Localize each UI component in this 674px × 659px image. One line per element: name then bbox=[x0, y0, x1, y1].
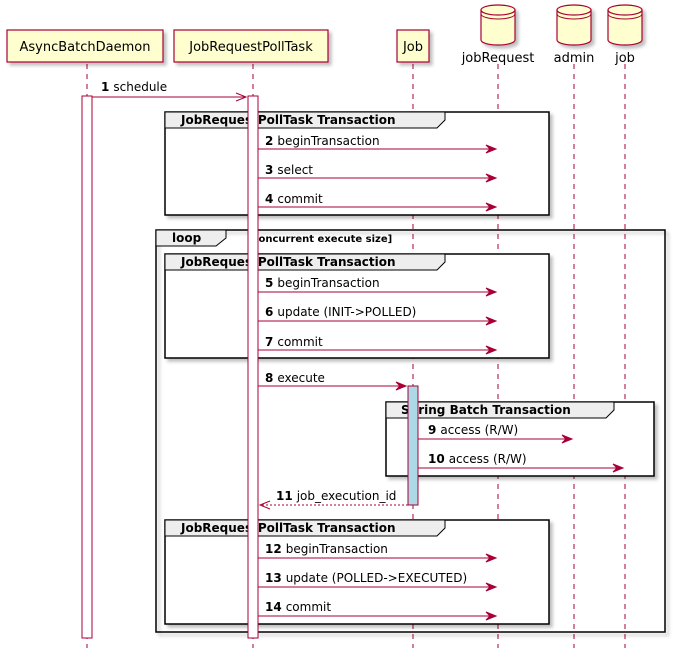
participant-label: job bbox=[614, 51, 635, 66]
database-icon bbox=[480, 4, 516, 46]
database-admin[interactable]: admin bbox=[554, 4, 595, 66]
participant-label: JobRequestPollTask bbox=[188, 40, 313, 55]
participant-daemon[interactable]: AsyncBatchDaemon bbox=[6, 29, 164, 63]
message-4: 4 commit bbox=[258, 192, 498, 212]
message-number: 10 bbox=[428, 452, 445, 466]
message-3: 3 select bbox=[258, 163, 498, 183]
activation-job bbox=[407, 385, 419, 506]
group-title: JobRequestPollTask Transaction bbox=[180, 521, 396, 535]
participant-label: AsyncBatchDaemon bbox=[20, 40, 151, 55]
participant-label: jobRequest bbox=[461, 51, 535, 66]
message-number: 9 bbox=[428, 423, 436, 437]
message-text: beginTransaction bbox=[286, 542, 388, 556]
message-text: commit bbox=[277, 335, 323, 349]
message-number: 4 bbox=[265, 192, 273, 206]
message-text: schedule bbox=[113, 80, 167, 94]
message-text: beginTransaction bbox=[277, 276, 379, 290]
message-2: 2 beginTransaction bbox=[258, 134, 498, 154]
group-frame-transaction-1: JobRequestPollTask Transaction bbox=[164, 111, 550, 216]
message-number: 12 bbox=[265, 542, 282, 556]
loop-label: loop bbox=[172, 231, 202, 245]
message-number: 13 bbox=[265, 571, 282, 585]
message-number: 3 bbox=[265, 163, 273, 177]
message-7: 7 commit bbox=[258, 335, 498, 355]
message-13: 13 update (POLLED->EXECUTED) bbox=[258, 571, 498, 592]
message-text: access (R/W) bbox=[449, 452, 527, 466]
participant-poll[interactable]: JobRequestPollTask bbox=[173, 29, 329, 63]
database-jobdb[interactable]: job bbox=[607, 4, 643, 66]
loop-condition: [concurrent execute size] bbox=[248, 234, 392, 245]
message-text: execute bbox=[277, 371, 325, 385]
message-text: commit bbox=[277, 192, 323, 206]
loop-frame: loop [concurrent execute size] bbox=[155, 229, 666, 633]
database-icon bbox=[556, 4, 592, 46]
database-icon bbox=[607, 4, 643, 46]
group-title: JobRequestPollTask Transaction bbox=[180, 113, 396, 127]
message-text: update (INIT->POLLED) bbox=[277, 305, 416, 319]
message-text: select bbox=[277, 163, 313, 177]
message-text: access (R/W) bbox=[440, 423, 518, 437]
message-number: 8 bbox=[265, 371, 273, 385]
message-number: 2 bbox=[265, 134, 273, 148]
group-title: JobRequestPollTask Transaction bbox=[180, 255, 396, 269]
message-number: 6 bbox=[265, 305, 273, 319]
message-12: 12 beginTransaction bbox=[258, 542, 498, 563]
group-title: Spring Batch Transaction bbox=[401, 403, 571, 417]
message-8: 8 execute bbox=[258, 371, 408, 391]
database-jobRequest[interactable]: jobRequest bbox=[461, 4, 535, 66]
participant-label: admin bbox=[554, 51, 595, 66]
message-text: job_execution_id bbox=[296, 489, 397, 503]
activation-poll bbox=[247, 95, 259, 639]
message-text: beginTransaction bbox=[277, 134, 379, 148]
message-number: 14 bbox=[265, 600, 282, 614]
message-6: 6 update (INIT->POLLED) bbox=[258, 305, 498, 326]
message-14: 14 commit bbox=[258, 600, 498, 621]
message-text: update (POLLED->EXECUTED) bbox=[286, 571, 467, 585]
message-1: 1 schedule bbox=[92, 80, 248, 102]
message-number: 11 bbox=[276, 489, 293, 503]
participant-label: Job bbox=[402, 40, 423, 55]
group-frame-transaction-2: JobRequestPollTask Transaction bbox=[164, 253, 550, 359]
activation-daemon bbox=[81, 95, 93, 639]
group-frame-transaction-3: JobRequestPollTask Transaction bbox=[164, 519, 550, 625]
message-10: 10 access (R/W) bbox=[418, 452, 625, 473]
message-number: 5 bbox=[265, 276, 273, 290]
message-9: 9 access (R/W) bbox=[418, 423, 574, 444]
message-number: 7 bbox=[265, 335, 273, 349]
message-5: 5 beginTransaction bbox=[258, 276, 498, 297]
participant-job[interactable]: Job bbox=[396, 29, 430, 63]
message-text: commit bbox=[286, 600, 332, 614]
message-number: 1 bbox=[101, 80, 109, 94]
